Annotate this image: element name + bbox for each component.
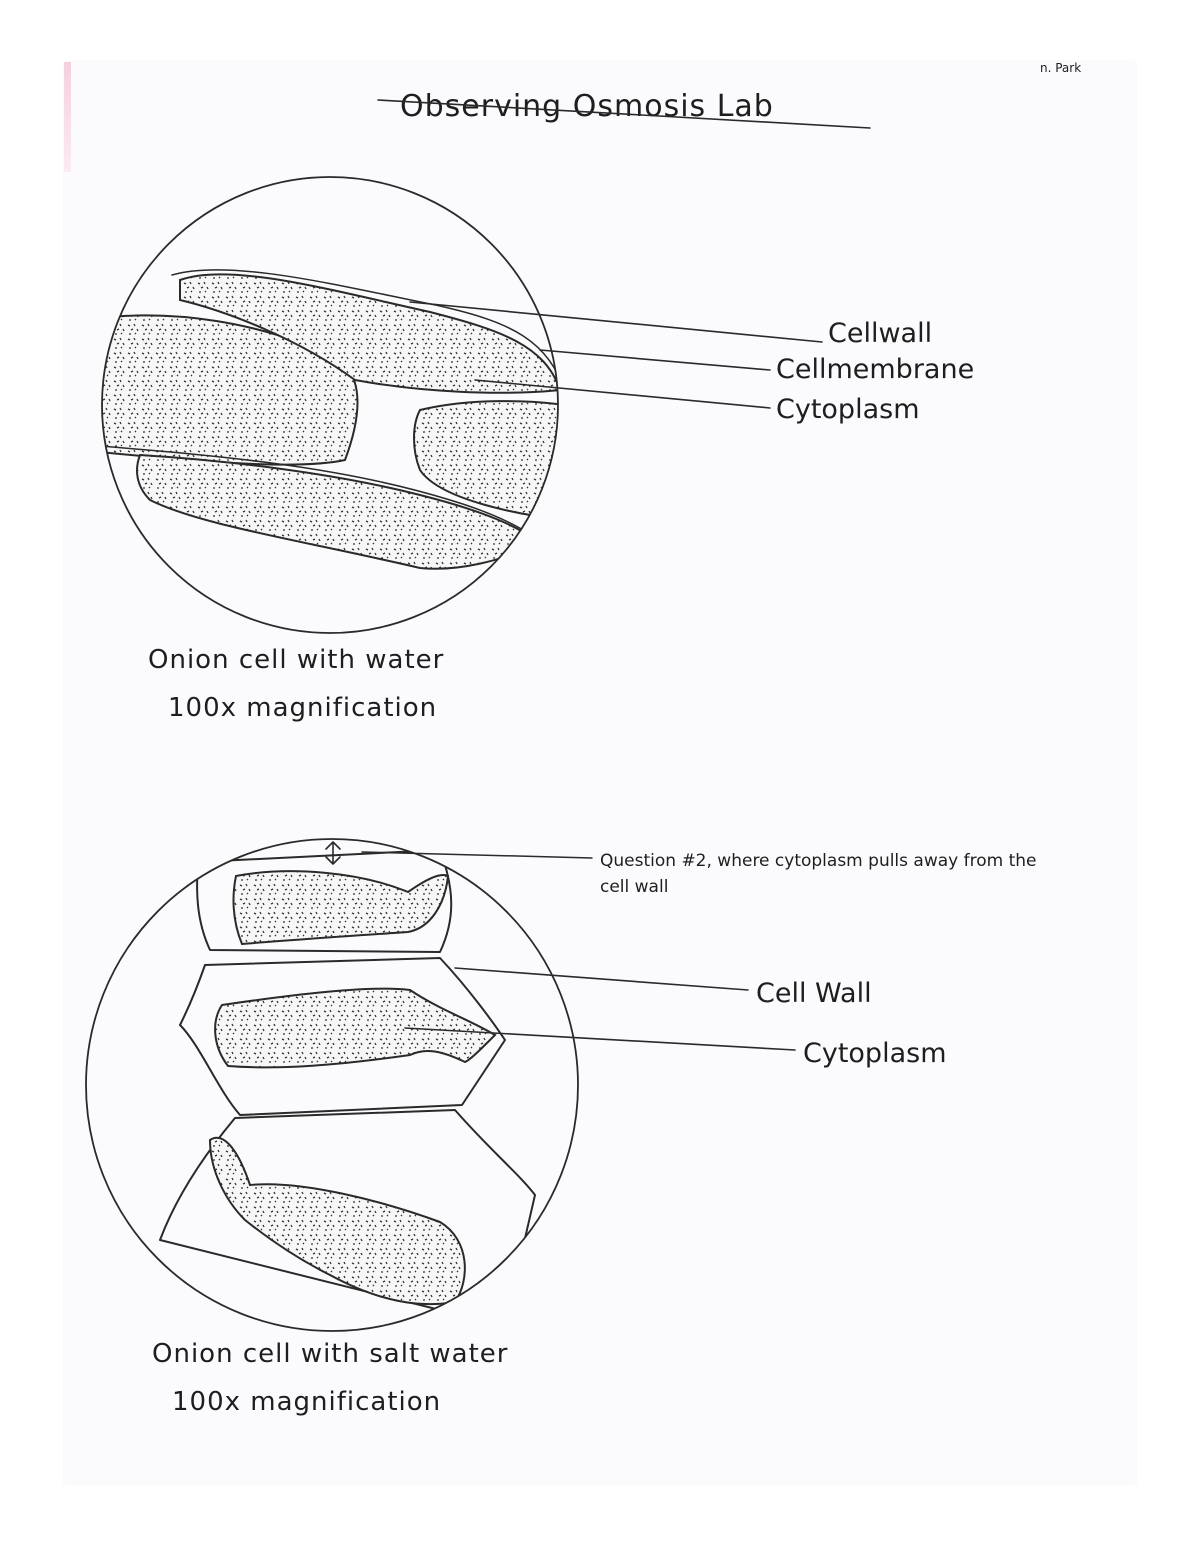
microscope-field-bottom bbox=[85, 838, 579, 1332]
cell-wall-pointer bbox=[409, 301, 823, 343]
cytoplasm-top-cell bbox=[232, 870, 450, 946]
margin-highlight bbox=[64, 62, 71, 172]
corner-note: n. Park bbox=[1040, 61, 1081, 75]
title-underline bbox=[377, 99, 871, 129]
caption-salt-line1: Onion cell with salt water bbox=[152, 1339, 508, 1369]
cell-right bbox=[413, 400, 558, 522]
cell-wall-middle-cell bbox=[179, 957, 506, 1116]
gap-double-arrow-icon bbox=[325, 841, 341, 865]
cell-wall-pointer-bottom bbox=[454, 967, 749, 991]
label-cytoplasm-top: Cytoplasm bbox=[776, 394, 920, 425]
label-cell-wall-bottom: Cell Wall bbox=[756, 978, 872, 1009]
water-view-diagram bbox=[101, 176, 823, 634]
cytoplasm-pointer bbox=[474, 379, 771, 409]
label-cell-wall-top: Cellwall bbox=[828, 318, 932, 349]
question-label-line1: Question #2, where cytoplasm pulls away … bbox=[600, 851, 1037, 871]
microscope-field-top bbox=[101, 176, 559, 634]
question-label-line2: cell wall bbox=[600, 877, 668, 897]
caption-water-line1: Onion cell with water bbox=[148, 645, 444, 675]
caption-salt-line2: 100x magnification bbox=[172, 1387, 441, 1417]
caption-water-line2: 100x magnification bbox=[168, 693, 437, 723]
salt-water-view-diagram bbox=[85, 838, 796, 1332]
cell-membrane-pointer bbox=[539, 349, 771, 371]
label-cytoplasm-bottom: Cytoplasm bbox=[803, 1038, 947, 1069]
cytoplasm-middle-cell bbox=[214, 987, 497, 1069]
label-cell-membrane: Cellmembrane bbox=[776, 354, 974, 385]
cytoplasm-bottom-cell bbox=[208, 1136, 466, 1306]
cytoplasm-pointer-bottom bbox=[404, 1027, 796, 1051]
question-pointer bbox=[361, 851, 593, 859]
cell-upper bbox=[179, 273, 558, 394]
